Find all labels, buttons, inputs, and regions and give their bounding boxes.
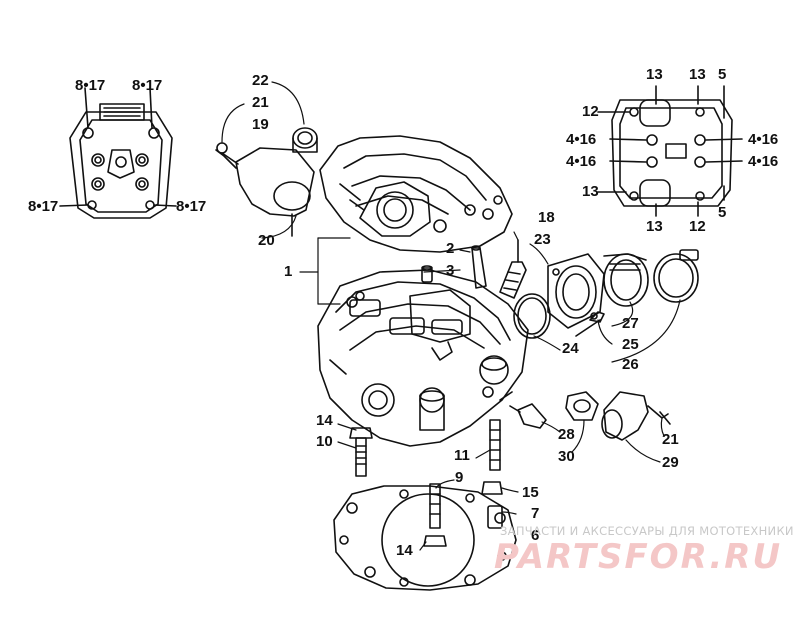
callout-9: 9 bbox=[455, 469, 464, 486]
callout-14: 14 bbox=[396, 542, 413, 559]
callout-13: 13 bbox=[582, 183, 599, 200]
callout-20: 20 bbox=[258, 232, 275, 249]
callout-8-17: 8•17 bbox=[75, 77, 106, 94]
callout-12: 12 bbox=[582, 103, 599, 120]
cylinder-head bbox=[317, 269, 529, 447]
callout-4-16: 4•16 bbox=[566, 131, 597, 148]
callout-5: 5 bbox=[718, 66, 727, 83]
callout-12: 12 bbox=[689, 218, 706, 235]
watermark-subtitle: ЗАПЧАСТИ И АКСЕССУАРЫ ДЛЯ МОТОТЕХНИКИ bbox=[500, 524, 794, 538]
callout-26: 26 bbox=[622, 356, 639, 373]
callout-6: 6 bbox=[531, 527, 540, 544]
thermostat-group bbox=[509, 391, 671, 441]
watermark-logo: PARTSFOR.RU bbox=[494, 537, 783, 577]
callout-1: 1 bbox=[284, 263, 293, 280]
callout-21: 21 bbox=[662, 431, 679, 448]
callout-3: 3 bbox=[446, 262, 455, 279]
callout-15: 15 bbox=[522, 484, 539, 501]
callout-27: 27 bbox=[622, 315, 639, 332]
spark-plug bbox=[499, 239, 527, 299]
callout-13: 13 bbox=[646, 66, 663, 83]
callout-13: 13 bbox=[646, 218, 663, 235]
callout-4-16: 4•16 bbox=[748, 153, 779, 170]
callout-8-17: 8•17 bbox=[176, 198, 207, 215]
callout-8-17: 8•17 bbox=[28, 198, 59, 215]
callout-28: 28 bbox=[558, 426, 575, 443]
callout-4-16: 4•16 bbox=[748, 131, 779, 148]
callout-24: 24 bbox=[562, 340, 579, 357]
inset-head-bottom-view bbox=[597, 85, 743, 217]
callout-10: 10 bbox=[316, 433, 333, 450]
callout-8-17: 8•17 bbox=[132, 77, 163, 94]
callout-23: 23 bbox=[534, 231, 551, 248]
callout-5: 5 bbox=[718, 204, 727, 221]
callout-29: 29 bbox=[662, 454, 679, 471]
intake-adapter bbox=[513, 249, 699, 339]
breather-cap bbox=[215, 127, 318, 237]
inset-head-top-view bbox=[59, 87, 177, 219]
dowel-parts bbox=[421, 245, 487, 289]
callout-25: 25 bbox=[622, 336, 639, 353]
head-gasket bbox=[333, 485, 517, 591]
callout-2: 2 bbox=[446, 240, 455, 257]
callout-11: 11 bbox=[454, 447, 470, 464]
callout-13: 13 bbox=[689, 66, 706, 83]
callout-22: 22 bbox=[252, 72, 269, 89]
callout-21: 21 bbox=[252, 94, 269, 111]
callout-19: 19 bbox=[252, 116, 269, 133]
callout-18: 18 bbox=[538, 209, 555, 226]
leader-lines bbox=[221, 81, 681, 551]
callout-7: 7 bbox=[531, 505, 540, 522]
callout-4-16: 4•16 bbox=[566, 153, 597, 170]
callout-30: 30 bbox=[558, 448, 575, 465]
valve-cover bbox=[319, 135, 513, 253]
studs-and-nuts bbox=[349, 419, 503, 547]
callout-14: 14 bbox=[316, 412, 333, 429]
